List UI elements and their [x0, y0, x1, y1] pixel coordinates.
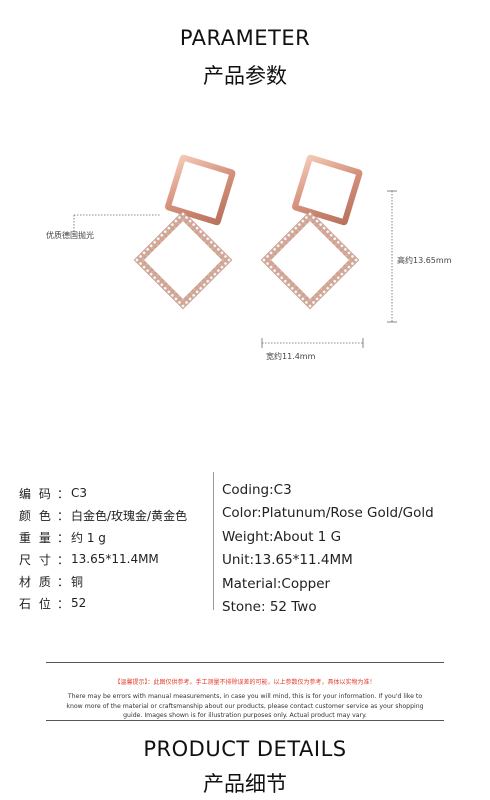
param-cn-value: C3: [71, 486, 88, 500]
param-cn-key: 材 质: [19, 574, 53, 589]
param-cn-sep: ：: [57, 508, 70, 523]
left-earring-small-frame: [165, 154, 236, 226]
param-en-row: Coding:C3: [222, 481, 292, 498]
param-cn-row: 颜 色 ：白金色/玫瑰金/黄金色: [19, 504, 214, 526]
param-cn-key: 颜 色: [19, 508, 53, 523]
param-cn-value: 铜: [71, 574, 84, 589]
param-cn-row: 石 位 ：52: [19, 592, 214, 614]
notice-top-divider: [46, 662, 444, 663]
height-dimension: [387, 190, 397, 323]
width-label: 宽约11.4mm: [266, 352, 316, 361]
param-cn-sep: ：: [57, 530, 70, 545]
notice-cn: 【温馨提示】：此图仅供参考。手工测量不排除误差的可能，以上参数仅为参考，具体以实…: [114, 679, 376, 686]
parameter-title-cn: 产品参数: [203, 64, 287, 88]
earrings-illustration: [73, 154, 397, 348]
height-label: 高约13.65mm: [397, 256, 452, 265]
polish-leader: [73, 214, 160, 232]
params-divider: [213, 472, 214, 610]
product-details-title: PRODUCT DETAILS: [143, 737, 347, 761]
param-cn-sep: ：: [57, 596, 70, 611]
param-cn-key: 重 量: [19, 530, 53, 545]
param-cn-row: 材 质 ：铜: [19, 570, 214, 592]
right-earring-small-frame: [292, 154, 363, 226]
param-cn-key: 石 位: [19, 596, 53, 611]
product-image: 优质德国抛光 高约13.65mm 宽约11.4mm: [0, 150, 490, 380]
param-cn-value: 约 1 g: [71, 530, 106, 545]
param-cn-row: 编 码 ：C3: [19, 482, 214, 504]
param-cn-sep: ：: [57, 486, 70, 501]
param-cn-value: 13.65*11.4MM: [71, 552, 159, 566]
param-en-row: Weight:About 1 G: [222, 528, 342, 545]
notice-en: There may be errors with manual measurem…: [66, 693, 424, 719]
right-earring: [260, 154, 363, 310]
notice-bottom-divider: [46, 720, 444, 721]
param-cn-key: 尺 寸: [19, 552, 53, 567]
right-earring-crystal-frame: [261, 211, 359, 309]
param-en-row: Material:Copper: [222, 575, 331, 592]
param-cn-sep: ：: [57, 552, 70, 567]
param-en-row: Color:Platunum/Rose Gold/Gold: [222, 505, 434, 522]
left-earring: [133, 154, 236, 310]
param-cn-sep: ：: [57, 574, 70, 589]
param-cn-row: 尺 寸 ：13.65*11.4MM: [19, 548, 214, 570]
params-en-list: Coding:C3 Color:Platunum/Rose Gold/Gold …: [222, 478, 487, 619]
param-cn-value: 52: [71, 596, 87, 610]
param-en-row: Unit:13.65*11.4MM: [222, 552, 353, 569]
param-cn-row: 重 量 ：约 1 g: [19, 526, 214, 548]
product-details-title-cn: 产品细节: [203, 772, 287, 796]
params-cn-list: 编 码：C3 颜 色：白金色/玫瑰金/黄金色 重 量：约 1 g 尺 寸：13.…: [19, 482, 214, 614]
parameter-title: PARAMETER: [179, 26, 311, 50]
param-cn-value: 白金色/玫瑰金/黄金色: [71, 508, 188, 523]
param-cn-key: 编 码: [19, 486, 53, 501]
param-en-row: Stone: 52 Two: [222, 599, 317, 616]
left-earring-crystal-frame: [134, 211, 232, 309]
width-dimension: [261, 338, 364, 348]
polish-label: 优质德国抛光: [46, 231, 94, 240]
